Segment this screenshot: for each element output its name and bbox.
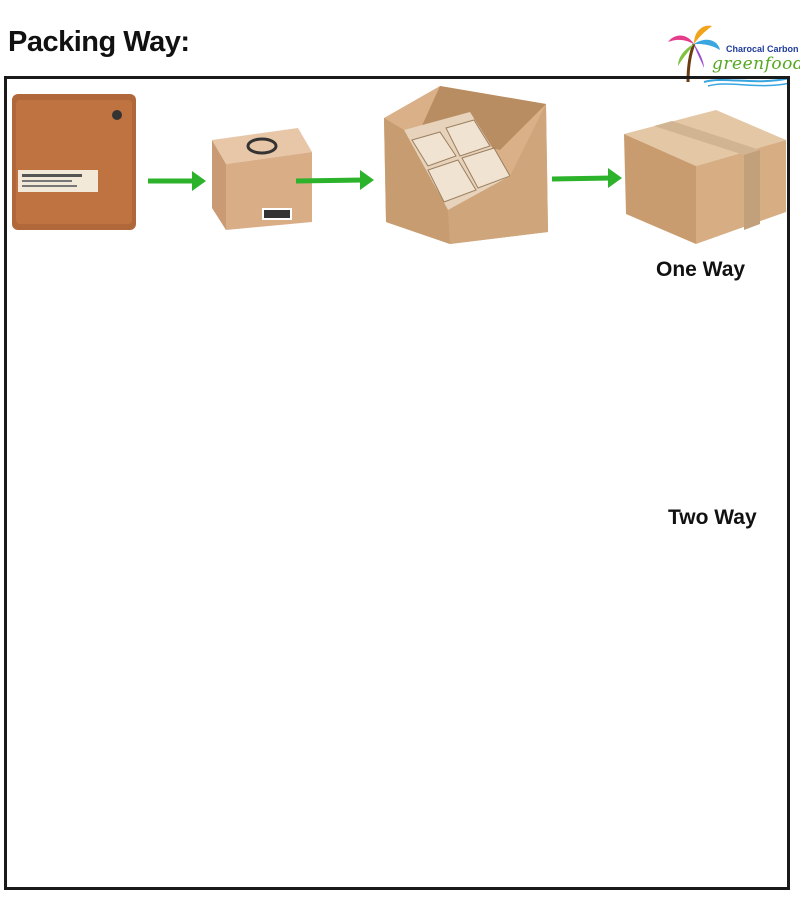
two-way-label: Two Way [668,506,757,529]
logo-brand-text: greenfood [712,54,800,74]
diagram-frame [4,76,790,890]
arrow-right-icon [148,171,206,191]
single-product-box-image [212,128,312,230]
charcoal-bag-brown-image [12,94,136,230]
open-carton-four-boxes-image [384,86,548,244]
sealed-carton-image [624,110,786,244]
arrow-right-icon [295,170,374,190]
arrow-right-icon [551,168,622,188]
page-title: Packing Way: [8,26,190,58]
one-way-label: One Way [656,258,746,281]
logo-subtitle: Charocal Carbon [726,44,799,54]
